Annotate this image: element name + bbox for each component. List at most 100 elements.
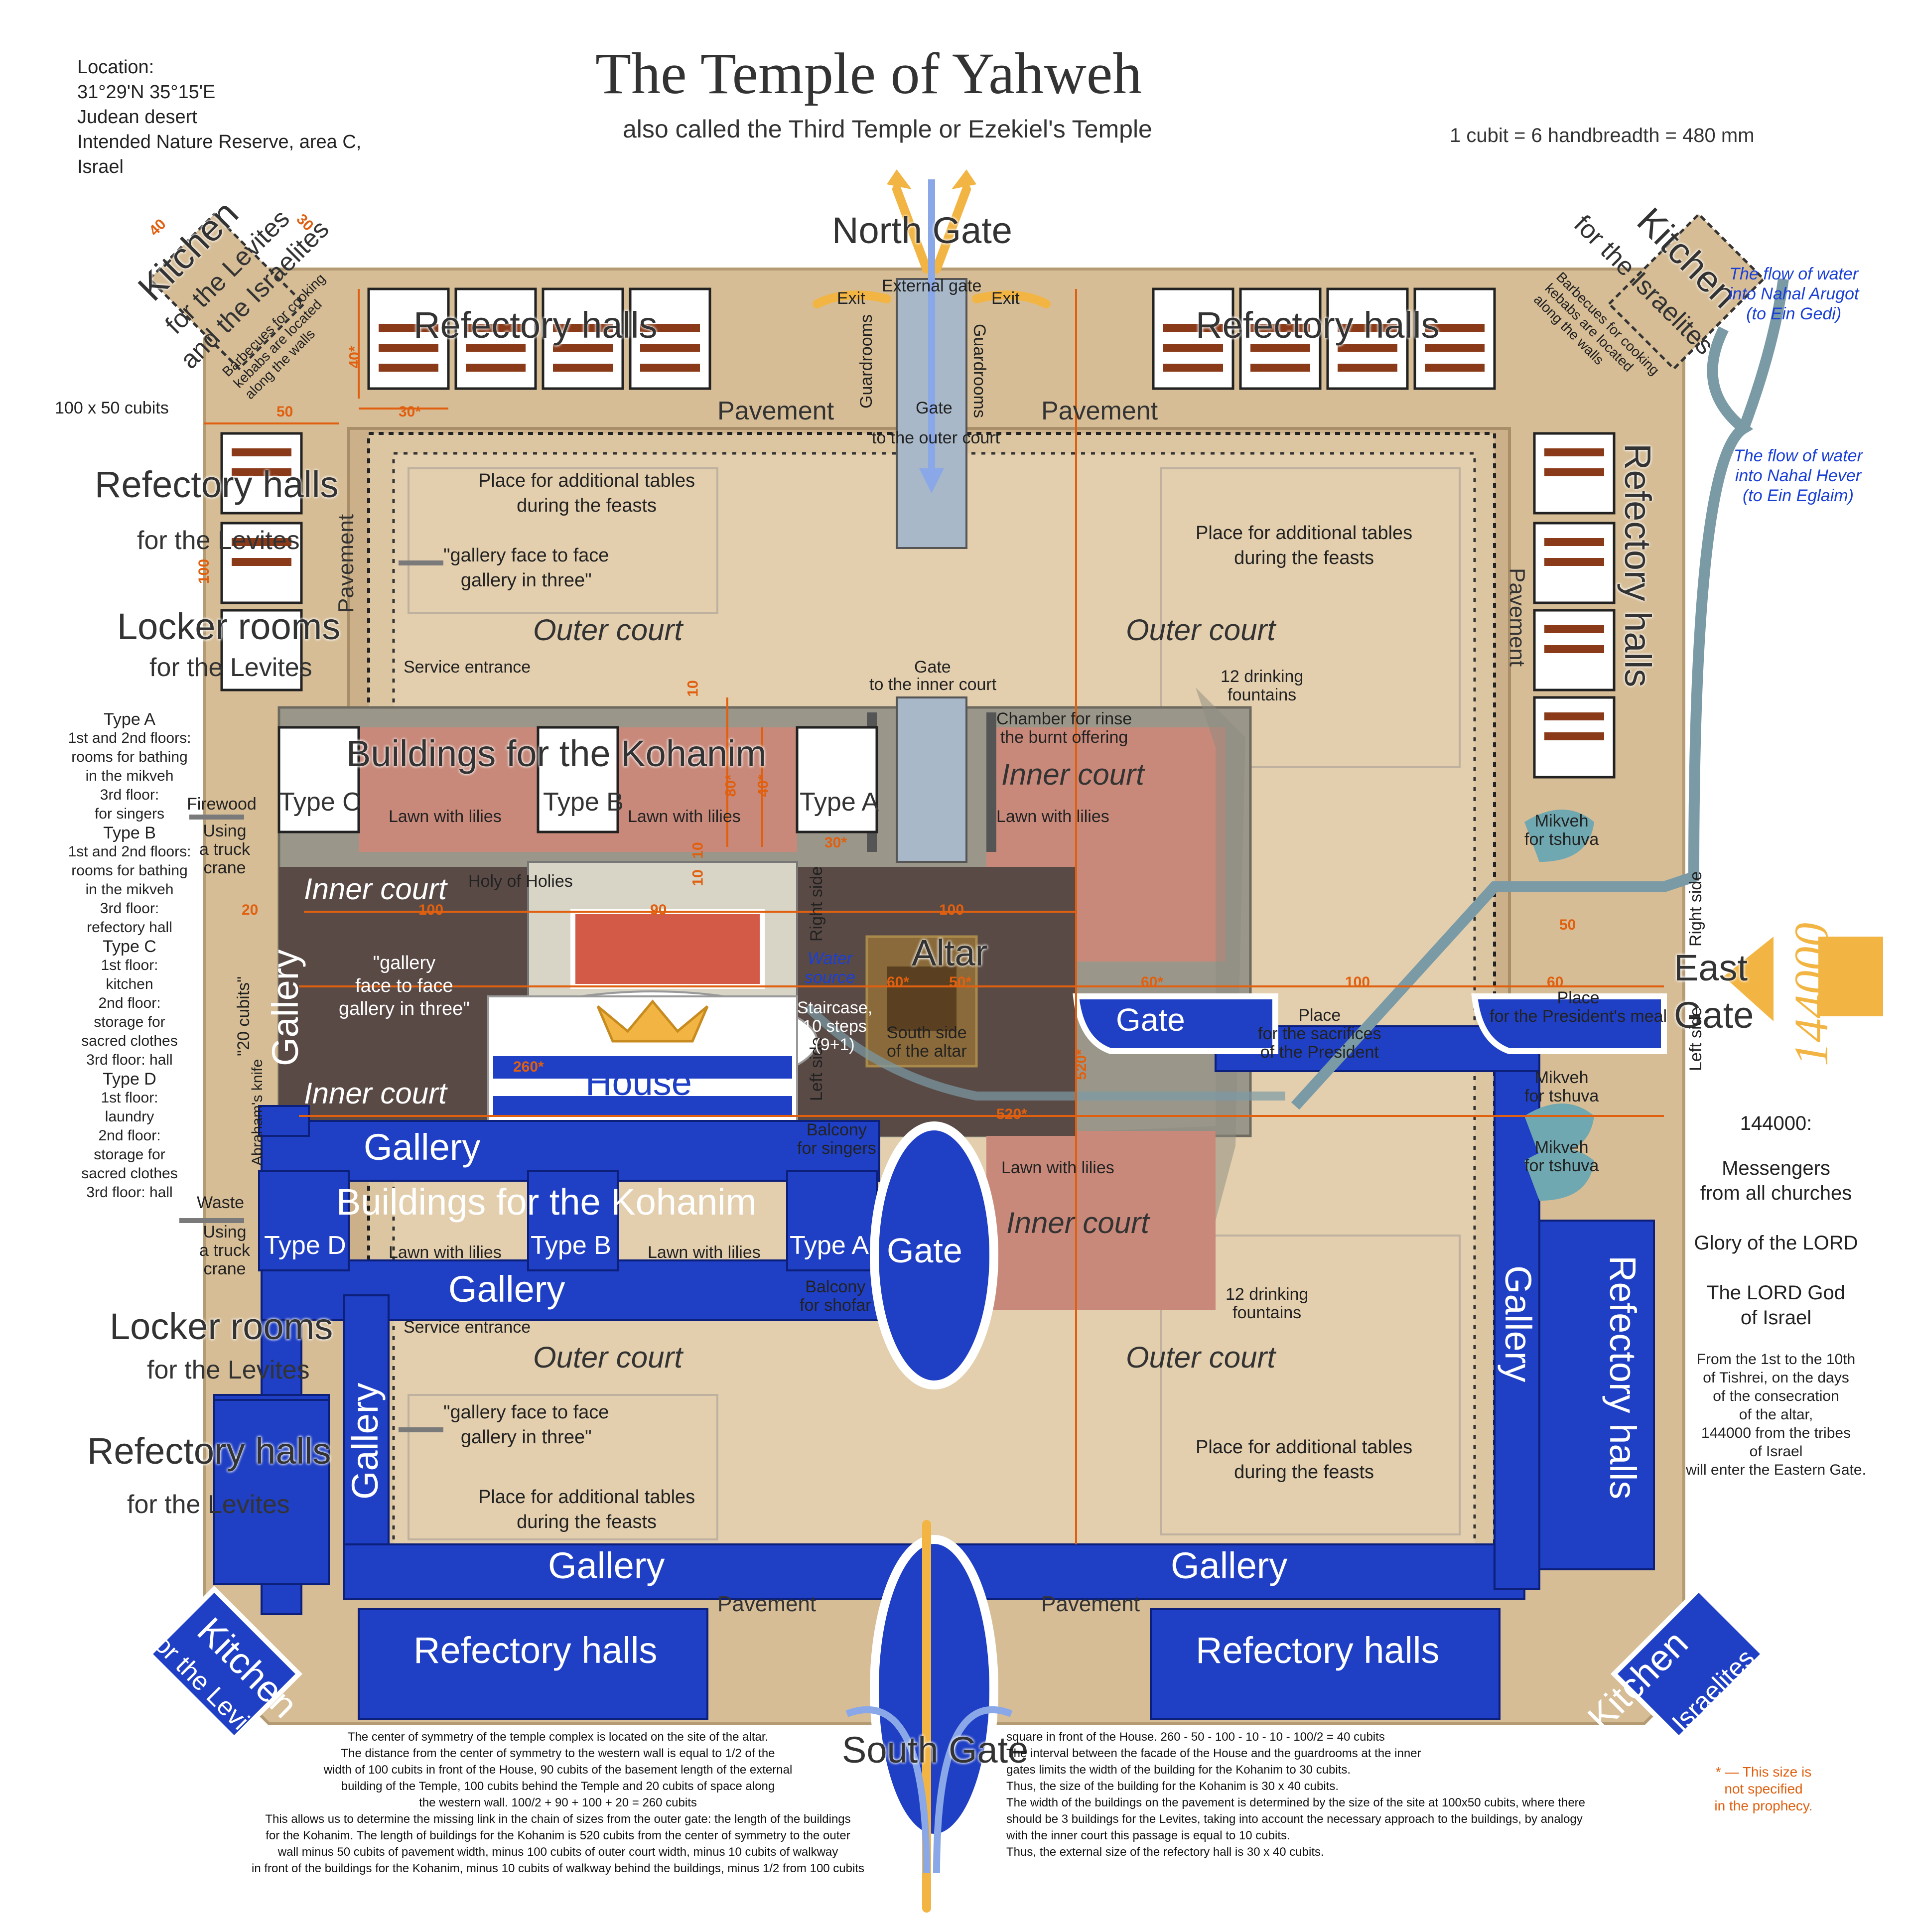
gallery-face-line: "gallery face to face [443, 1402, 609, 1423]
notes-left: The center of symmetry of the temple com… [214, 1729, 902, 1877]
tishrei-line: From the 1st to the 10th [1696, 1351, 1856, 1368]
location-line: Judean desert [77, 107, 197, 128]
dim-label: 100 [418, 902, 444, 918]
type-line: 3rd floor: [100, 787, 159, 803]
outer-court-se: Outer court [1126, 1341, 1276, 1374]
flow-line: (to Ein Eglaim) [1742, 486, 1854, 505]
rinse-line: the burnt offering [1000, 728, 1128, 747]
crane-line: Using [203, 1223, 247, 1242]
tables-line: Place for additional tables [1196, 1437, 1413, 1458]
inner-north-gate-corridor [896, 696, 967, 863]
type-line: sacred clothes [81, 1033, 178, 1049]
water-line: Water [807, 949, 853, 968]
page-title: The Temple of Yahweh [595, 41, 1142, 106]
twenty-cubits-label: "20 cubits" [234, 976, 253, 1056]
footnote-line: * — This size is [1715, 1764, 1812, 1780]
for-levites-3: for the Levites [147, 1356, 310, 1384]
tables-line: Place for additional tables [478, 1487, 695, 1508]
south-inner-gate-label: Gate [887, 1231, 962, 1270]
location-line: Location: [77, 57, 154, 78]
inner-south-gate [870, 1121, 998, 1389]
mikveh-line: Mikveh [1534, 1138, 1589, 1157]
flow-line: The flow of water [1729, 265, 1859, 283]
type-line: rooms for bathing [71, 862, 188, 879]
for-levites-4: for the Levites [127, 1490, 290, 1519]
stair-line: 10 steps [803, 1017, 867, 1036]
tables-line: Place for additional tables [478, 470, 695, 491]
type-line: 1st floor: [101, 1090, 158, 1106]
east-gate-label-1: East [1674, 947, 1748, 988]
firewood-label: Firewood [187, 795, 257, 814]
right-panel-line: of Israel [1740, 1307, 1812, 1329]
rinse-line: Chamber for rinse [996, 709, 1132, 728]
east-inner-gate-label: Gate [1116, 1002, 1185, 1038]
dim-label: 520* [996, 1106, 1027, 1122]
type-line: 1st and 2nd floors: [68, 843, 191, 860]
note-line: in front of the buildings for the Kohani… [251, 1862, 864, 1875]
dim-label: 60 [1547, 974, 1564, 990]
type-line: kitchen [106, 976, 153, 992]
gallery-label-west-inner: Gallery [265, 949, 306, 1066]
gallery-label-2: Gallery [448, 1268, 565, 1310]
inner-court-w1: Inner court [304, 872, 447, 906]
tables-area-sw [408, 1394, 718, 1540]
sacrifices-line: for the sacrifices [1258, 1024, 1381, 1043]
mikveh-line: for tshuva [1524, 1087, 1599, 1105]
type-line: refectory hall [87, 919, 172, 936]
note-line: building of the Temple, 100 cubits behin… [341, 1780, 775, 1793]
dim-label: 100 [196, 558, 213, 584]
tables-area-se [1160, 1235, 1461, 1535]
tables-line: Place for additional tables [1196, 523, 1413, 544]
type-line: 3rd floor: hall [86, 1052, 173, 1068]
location-block: Location: 31°29'N 35°15'E Judean desert … [77, 55, 361, 179]
lawn-n1: Lawn with lilies [389, 807, 502, 826]
lawn-ne: Lawn with lilies [996, 807, 1109, 826]
gallery-face-line: "gallery [373, 953, 436, 973]
waste-label: Waste [197, 1193, 245, 1212]
types-legend: Type A 1st and 2nd floors: rooms for bat… [60, 710, 199, 1202]
outer-court-sw: Outer court [533, 1341, 683, 1374]
gallery-label-4: Gallery [1171, 1545, 1288, 1586]
gallery-label-1: Gallery [364, 1126, 481, 1168]
type-line: 3rd floor: hall [86, 1184, 173, 1201]
note-line: Thus, the external size of the refectory… [1006, 1845, 1324, 1859]
type-line: storage for [94, 1014, 165, 1030]
type-b-label-s: Type B [531, 1231, 611, 1260]
scale-note: 1 cubit = 6 handbreadth = 480 mm [1450, 125, 1755, 146]
dim-label: 30* [824, 834, 847, 851]
type-title: Type D [103, 1070, 156, 1089]
flow-line: The flow of water [1734, 446, 1863, 465]
type-line: 1st floor: [101, 957, 158, 973]
note-line: The width of the buildings on the paveme… [1006, 1796, 1586, 1809]
note-line: Thus, the size of the building for the K… [1006, 1780, 1339, 1793]
dim-label: 30* [399, 404, 421, 420]
pavement-se: Pavement [1041, 1592, 1140, 1616]
south-refectory-east [1150, 1608, 1501, 1720]
right-panel: 144000: Messengers from all churches Glo… [1666, 1111, 1886, 1479]
east-refectory-blue [1538, 1220, 1655, 1570]
fountains-line: fountains [1228, 686, 1297, 704]
altar-block [865, 935, 978, 1068]
refectory-halls-east-north: Refectory halls [1617, 443, 1658, 688]
gallery-label-east: Gallery [1498, 1265, 1539, 1382]
fountains-line: 12 drinking [1221, 667, 1304, 686]
page-subtitle: also called the Third Temple or Ezekiel'… [623, 115, 1152, 143]
east-outer-gate-shape [1471, 993, 1667, 1054]
gallery-face-line: gallery in three" [460, 570, 592, 591]
type-a-label-s: Type A [790, 1231, 869, 1260]
kohanim-buildings-south: Buildings for the Kohanim [336, 1181, 757, 1223]
south-gate-label: South Gate [842, 1729, 1029, 1771]
type-line: 3rd floor: [100, 900, 159, 917]
